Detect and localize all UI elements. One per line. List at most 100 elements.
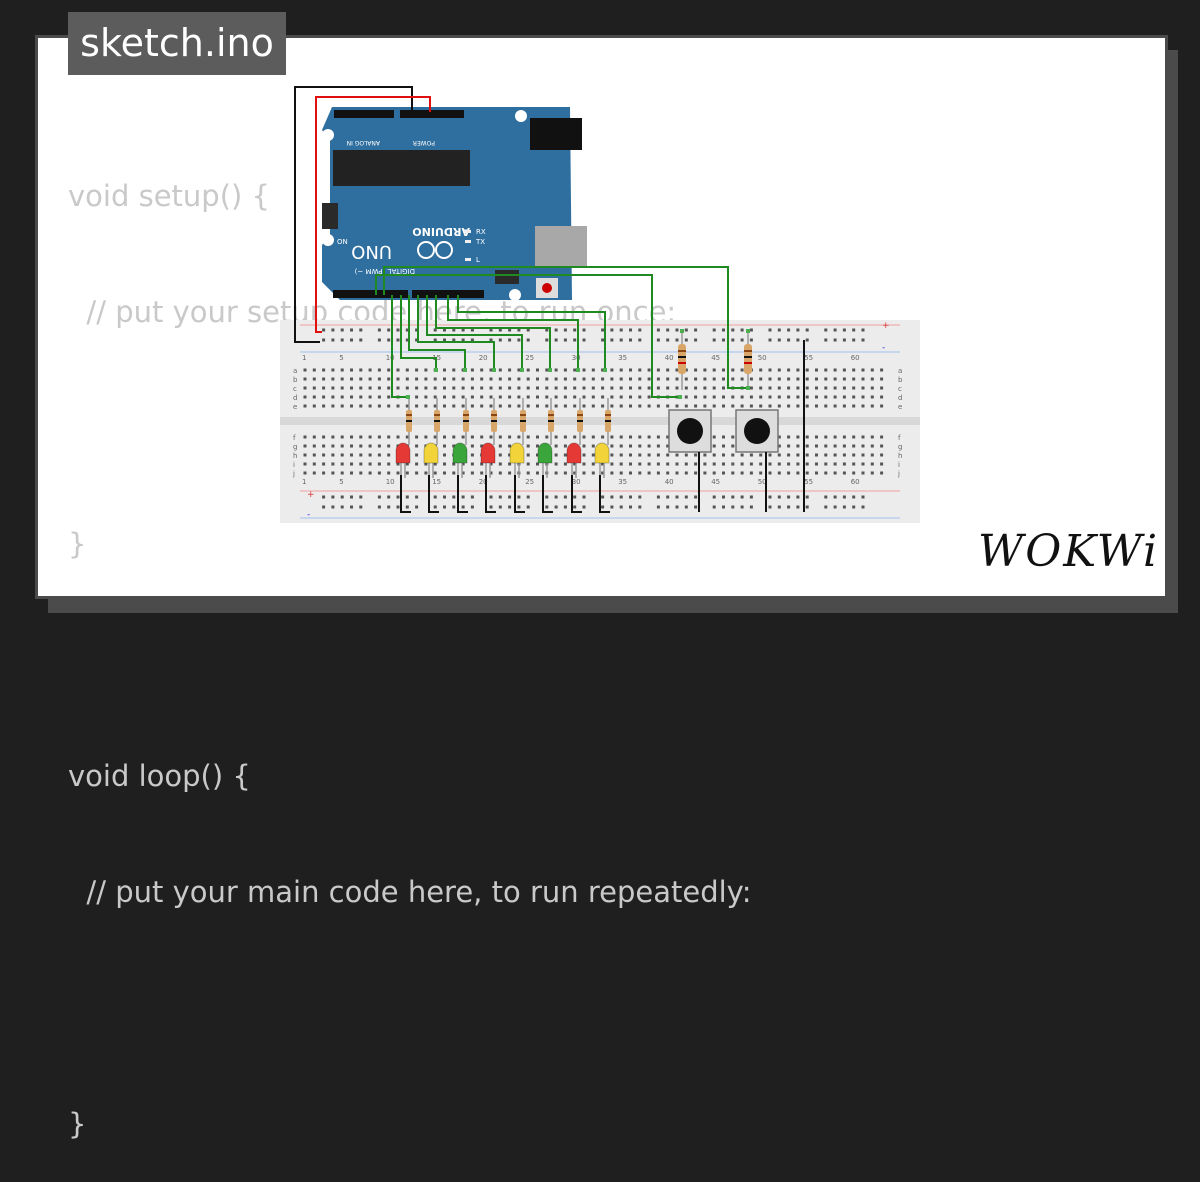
signal-wire[interactable] — [457, 295, 606, 370]
rail-hole — [452, 338, 456, 342]
rail-hole — [517, 338, 521, 342]
breadboard-hole — [350, 395, 353, 399]
led[interactable] — [537, 442, 553, 464]
breadboard-hole — [852, 386, 856, 390]
breadboard-hole — [331, 471, 335, 475]
breadboard-hole — [880, 386, 884, 390]
led-ground-wire[interactable] — [599, 475, 610, 513]
led-ground-wire[interactable] — [571, 475, 582, 513]
signal-wire[interactable] — [408, 295, 466, 370]
pullup-resistor[interactable] — [744, 344, 752, 374]
rail-hole — [545, 338, 549, 342]
mount-hole — [515, 110, 527, 122]
led-ground-wire[interactable] — [428, 475, 439, 513]
breadboard-hole — [424, 395, 428, 399]
breadboard-hole — [601, 386, 605, 390]
breadboard-hole — [508, 471, 512, 475]
breadboard-hole — [489, 368, 493, 372]
breadboard-hole — [350, 471, 353, 475]
led[interactable] — [480, 442, 496, 464]
signal-wire[interactable] — [375, 274, 680, 398]
breadboard-hole — [387, 444, 391, 448]
code-line: // put your main code here, to run repea… — [68, 875, 752, 909]
connection-point — [463, 368, 467, 372]
breadboard-hole — [666, 386, 670, 390]
pushbutton-cap[interactable] — [677, 418, 703, 444]
signal-wire[interactable] — [383, 266, 748, 389]
signal-wire[interactable] — [417, 295, 495, 370]
gnd-wire[interactable] — [294, 86, 413, 343]
led[interactable] — [395, 442, 411, 464]
reset-button-cap[interactable] — [542, 283, 552, 293]
signal-wire[interactable] — [435, 295, 551, 370]
breadboard-hole — [377, 435, 381, 439]
breadboard-hole — [508, 386, 512, 390]
breadboard-hole — [722, 462, 725, 466]
breadboard-hole — [359, 395, 363, 399]
pushbutton-cap[interactable] — [744, 418, 770, 444]
breadboard-hole — [749, 471, 753, 475]
breadboard-hole — [768, 386, 772, 390]
led[interactable] — [509, 442, 525, 464]
rail-hole — [517, 328, 521, 332]
row-label: i — [293, 461, 295, 469]
row-label: a — [293, 367, 297, 375]
rail-hole — [461, 505, 465, 509]
rail-hole — [749, 338, 753, 342]
led[interactable] — [452, 442, 468, 464]
code-line: } — [68, 1107, 87, 1141]
led[interactable] — [423, 442, 439, 464]
led[interactable] — [566, 442, 582, 464]
led-ground-wire[interactable] — [542, 475, 553, 513]
breadboard-hole — [861, 386, 865, 390]
l-led — [465, 258, 471, 261]
signal-wire[interactable] — [400, 295, 437, 370]
breadboard-hole — [405, 435, 409, 439]
breadboard-hole — [731, 368, 735, 372]
breadboard-hole — [870, 462, 874, 466]
breadboard-hole — [554, 404, 558, 408]
rail-hole — [601, 328, 605, 332]
rail-hole — [666, 495, 670, 499]
breadboard-hole — [591, 368, 595, 372]
signal-wire[interactable] — [426, 295, 523, 370]
breadboard-hole — [554, 377, 558, 381]
breadboard-hole — [498, 386, 502, 390]
column-label: 40 — [665, 478, 674, 486]
pullup-resistor[interactable] — [678, 344, 686, 374]
breadboard-hole — [852, 377, 856, 381]
rail-hole — [787, 505, 791, 509]
rail-hole — [554, 328, 558, 332]
breadboard-hole — [870, 435, 874, 439]
arduino-uno[interactable]: ARDUINO UNO DIGITAL (PWM ~) POWER ANALOG… — [322, 107, 587, 301]
signal-wire[interactable] — [391, 295, 408, 398]
breadboard-hole — [703, 368, 707, 372]
led-ground-wire[interactable] — [514, 475, 525, 513]
led-ground-wire[interactable] — [400, 475, 411, 513]
signal-wire[interactable] — [447, 295, 579, 370]
breadboard-hole — [722, 453, 725, 457]
code-line — [68, 636, 752, 684]
rail-hole — [842, 328, 846, 332]
column-label: 10 — [386, 478, 395, 486]
breadboard-hole — [433, 377, 437, 381]
led-ground-wire[interactable] — [457, 475, 468, 513]
breadboard-hole — [712, 462, 716, 466]
breadboard-hole — [415, 386, 419, 390]
connection-point — [434, 368, 438, 372]
led-ground-wire[interactable] — [485, 475, 496, 513]
breadboard-hole — [694, 386, 698, 390]
rail-hole — [498, 328, 502, 332]
resistor-band — [744, 350, 752, 352]
5v-wire[interactable] — [315, 96, 431, 333]
breadboard-hole — [415, 435, 419, 439]
breadboard-hole — [694, 368, 698, 372]
sketch-file-tab[interactable]: sketch.ino — [68, 12, 286, 75]
rail-hole — [433, 328, 437, 332]
rail-minus-label: - — [307, 510, 310, 520]
rail-hole — [638, 495, 642, 499]
breadboard-hole — [666, 471, 670, 475]
led[interactable] — [594, 442, 610, 464]
rail-hole — [498, 495, 502, 499]
breadboard-hole — [601, 395, 605, 399]
